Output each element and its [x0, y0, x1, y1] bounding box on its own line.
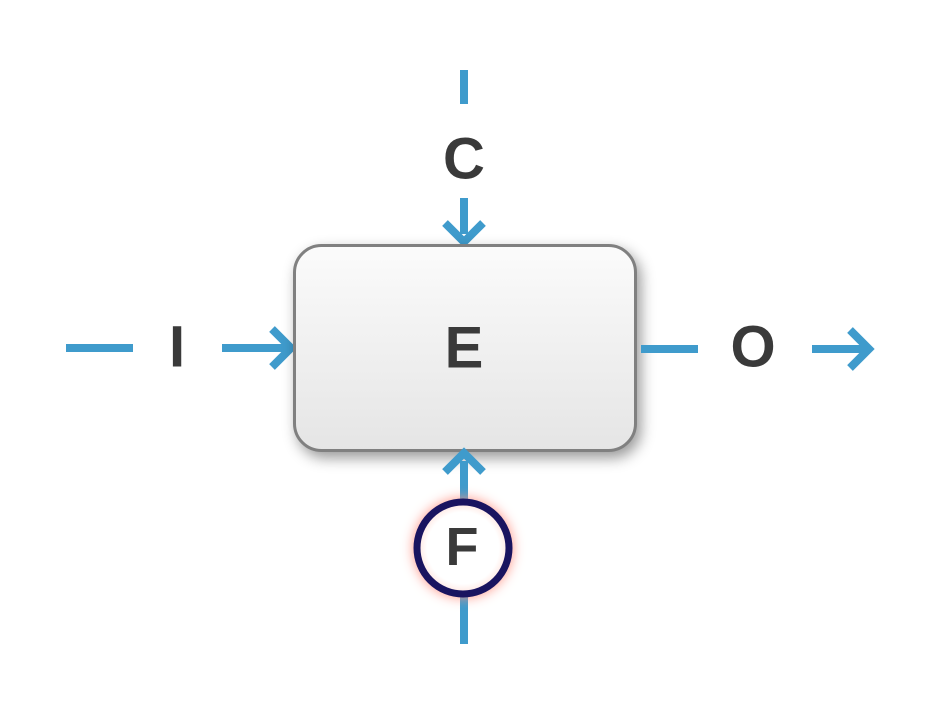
left-arrowhead-right-icon	[269, 326, 297, 370]
top-arrowhead-down-icon	[442, 220, 486, 248]
left-label: I	[169, 315, 185, 380]
feedback-circle-label: F	[446, 517, 479, 577]
right-arrowhead-right-icon	[847, 327, 875, 371]
right-label: O	[730, 315, 775, 380]
process-box-label: E	[445, 316, 484, 381]
feedback-circle	[413, 498, 513, 598]
bottom-arrowhead-up-icon	[442, 447, 486, 475]
top-label: C	[443, 127, 485, 192]
